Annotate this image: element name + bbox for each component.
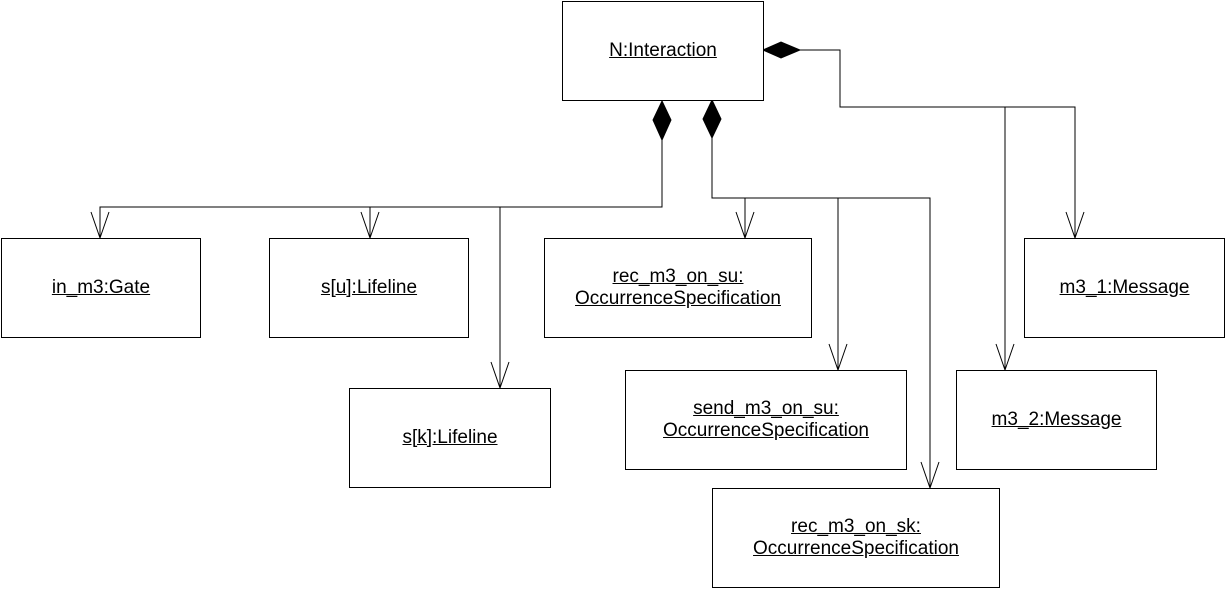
s-k-lifeline-box[interactable]: s[k]:Lifeline <box>349 388 551 488</box>
m3-1-message-label: m3_1:Message <box>1059 277 1190 298</box>
rec-m3-on-su-type: OccurrenceSpecification <box>575 288 781 309</box>
s-k-lifeline-label: s[k]:Lifeline <box>402 427 498 448</box>
rec-m3-on-sk-name: rec_m3_on_sk: <box>791 516 921 537</box>
connector-to-rec-m3-on-su <box>711 138 746 238</box>
send-m3-on-su-box[interactable]: send_m3_on_su: OccurrenceSpecification <box>625 370 907 470</box>
interaction-box[interactable]: N:Interaction <box>562 1 764 101</box>
composition-diamond <box>652 99 672 142</box>
composition-diamond <box>702 98 722 140</box>
composition-diamond <box>761 41 802 59</box>
connector-to-gate <box>99 140 663 238</box>
rec-m3-on-sk-type: OccurrenceSpecification <box>753 538 959 559</box>
m3-2-message-box[interactable]: m3_2:Message <box>956 370 1157 470</box>
s-u-lifeline-label: s[u]:Lifeline <box>320 277 418 298</box>
connector-to-rec-m3-on-sk <box>838 197 931 488</box>
rec-m3-on-su-name: rec_m3_on_su: <box>612 266 744 287</box>
send-m3-on-su-name: send_m3_on_su: <box>693 398 839 419</box>
rec-m3-on-su-box[interactable]: rec_m3_on_su: OccurrenceSpecification <box>544 238 812 338</box>
m3-1-message-box[interactable]: m3_1:Message <box>1024 238 1225 338</box>
s-u-lifeline-box[interactable]: s[u]:Lifeline <box>269 238 469 338</box>
gate-label: in_m3:Gate <box>51 277 151 298</box>
send-m3-on-su-type: OccurrenceSpecification <box>663 420 869 441</box>
rec-m3-on-sk-box[interactable]: rec_m3_on_sk: OccurrenceSpecification <box>712 488 1000 588</box>
m3-2-message-label: m3_2:Message <box>991 409 1122 430</box>
connector-to-m3-1-message <box>800 49 1076 238</box>
interaction-label: N:Interaction <box>609 40 717 61</box>
gate-box[interactable]: in_m3:Gate <box>1 238 201 338</box>
